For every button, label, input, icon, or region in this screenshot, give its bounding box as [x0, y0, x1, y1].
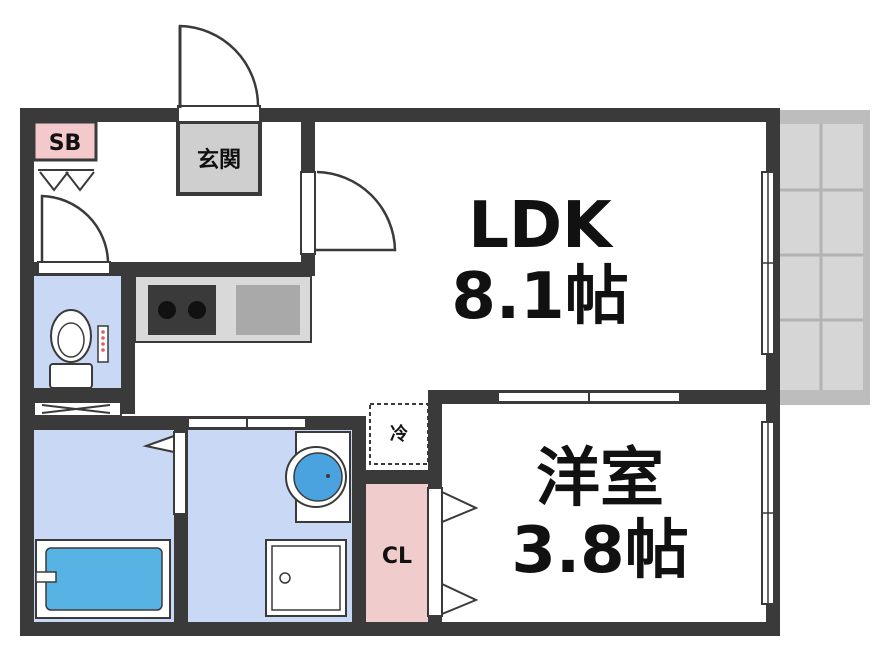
front-door[interactable]: [177, 24, 261, 123]
balcony: [775, 110, 870, 405]
closet-label: CL: [382, 544, 412, 569]
toilet-sliding-door[interactable]: [33, 401, 122, 417]
entrance-label: 玄関: [197, 147, 241, 173]
closet: CL: [382, 544, 412, 569]
ldk-room-size: 8.1帖: [451, 260, 628, 334]
toilet-icon: [49, 309, 109, 389]
closet-area: [366, 484, 428, 622]
western-room-size: 3.8帖: [511, 514, 688, 588]
shoe-box: SB: [32, 120, 98, 162]
western-room-window: [761, 421, 775, 605]
wash-basin-icon: [285, 431, 351, 523]
ldk-balcony-window: [761, 171, 775, 355]
bathtub-icon: [35, 539, 171, 619]
western-room-sliding-door[interactable]: [497, 391, 681, 403]
bathroom-door[interactable]: [142, 431, 187, 515]
ldk-room-name: LDK: [468, 189, 614, 263]
kitchen-sink-icon: [236, 285, 300, 335]
storage-bifold-door[interactable]: [38, 169, 95, 192]
entrance: 玄関: [176, 120, 262, 196]
western-room-name: 洋室: [536, 442, 664, 516]
washroom-sliding-door[interactable]: [187, 417, 307, 429]
kitchen-counter: [134, 275, 312, 343]
washing-machine-space: [265, 539, 347, 617]
ldk-door[interactable]: [300, 170, 397, 255]
closet-door[interactable]: [427, 487, 479, 617]
shoe-box-label: SB: [49, 131, 82, 156]
toilet-door[interactable]: [37, 194, 111, 275]
fridge-space: 冷: [369, 403, 429, 465]
fridge-label: 冷: [390, 423, 408, 445]
